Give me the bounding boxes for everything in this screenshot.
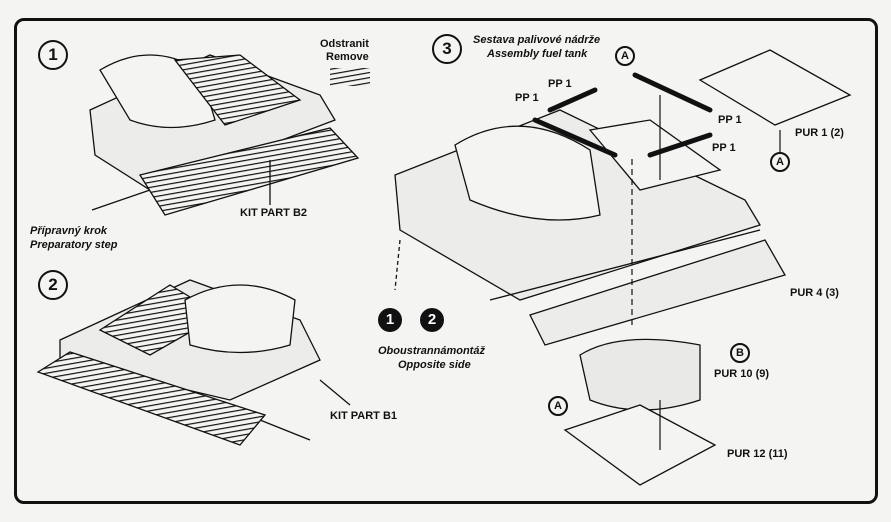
- step1-fuselage: [89, 54, 360, 216]
- marker-a-right: A: [770, 152, 790, 172]
- marker-b: B: [730, 343, 750, 363]
- fuel-tank: [579, 338, 701, 411]
- pur4-label: PUR 4 (3): [790, 287, 839, 299]
- step2-part-label: KIT PART B1: [330, 410, 398, 422]
- step2-fuselage: [36, 279, 351, 446]
- opposite-text-cz: Oboustrannámontáž: [378, 345, 485, 357]
- pp1-label-3: PP 1: [718, 114, 742, 126]
- pp1-label-2: PP 1: [515, 92, 539, 104]
- pur1-label: PUR 1 (2): [795, 127, 844, 139]
- opposite-text-en: Opposite side: [398, 359, 471, 371]
- opposite-from-badge: 1: [378, 308, 402, 332]
- pur12-label: PUR 12 (11): [727, 448, 788, 460]
- step3-title-cz: Sestava palivové nádrže: [473, 34, 601, 46]
- step2-number: 2: [38, 270, 68, 300]
- pp1-label-1: PP 1: [548, 78, 572, 90]
- pur12-box: [563, 404, 717, 486]
- remove-label-en: Remove: [326, 51, 369, 63]
- remove-label-cz: Odstranit: [320, 38, 369, 50]
- pur4-panel: [529, 239, 786, 346]
- opposite-to-badge: 2: [420, 308, 444, 332]
- marker-a-bottom: A: [548, 396, 568, 416]
- step1-part-label: KIT PART B2: [240, 207, 308, 219]
- sheet-frame: [14, 18, 878, 504]
- step3-number: 3: [432, 34, 462, 64]
- pp1-label-4: PP 1: [712, 142, 736, 154]
- step1-title-cz: Přípravný krok: [30, 225, 108, 237]
- pur10-label: PUR 10 (9): [714, 368, 770, 380]
- step3-title-en: Assembly fuel tank: [487, 48, 588, 60]
- remove-swatch: [330, 68, 370, 86]
- assembly-arrows: [631, 95, 781, 450]
- step1-title-en: Preparatory step: [30, 239, 118, 251]
- step3-fuselage: [394, 109, 761, 301]
- pur1-plate: [698, 49, 852, 126]
- marker-a-top: A: [615, 46, 635, 66]
- step1-number: 1: [38, 40, 68, 70]
